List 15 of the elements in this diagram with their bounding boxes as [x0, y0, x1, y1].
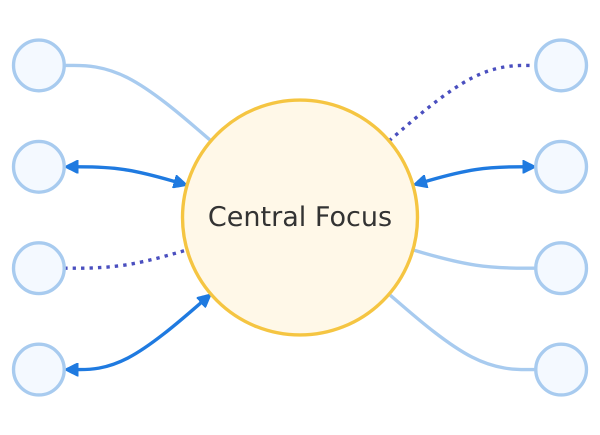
node-circle: Central Focus [180, 98, 420, 337]
arrow [412, 159, 536, 188]
node-circle [12, 140, 66, 194]
connector [388, 292, 536, 372]
node-circle [534, 342, 588, 397]
node-circle [534, 38, 588, 92]
connector [412, 248, 536, 270]
node-circle [534, 241, 588, 296]
node-circle [12, 241, 66, 296]
node-circle [12, 342, 66, 397]
arrow [64, 159, 188, 189]
node-circle [534, 140, 588, 194]
arrow [64, 293, 212, 378]
node-circle [12, 38, 66, 92]
connector [64, 64, 212, 142]
